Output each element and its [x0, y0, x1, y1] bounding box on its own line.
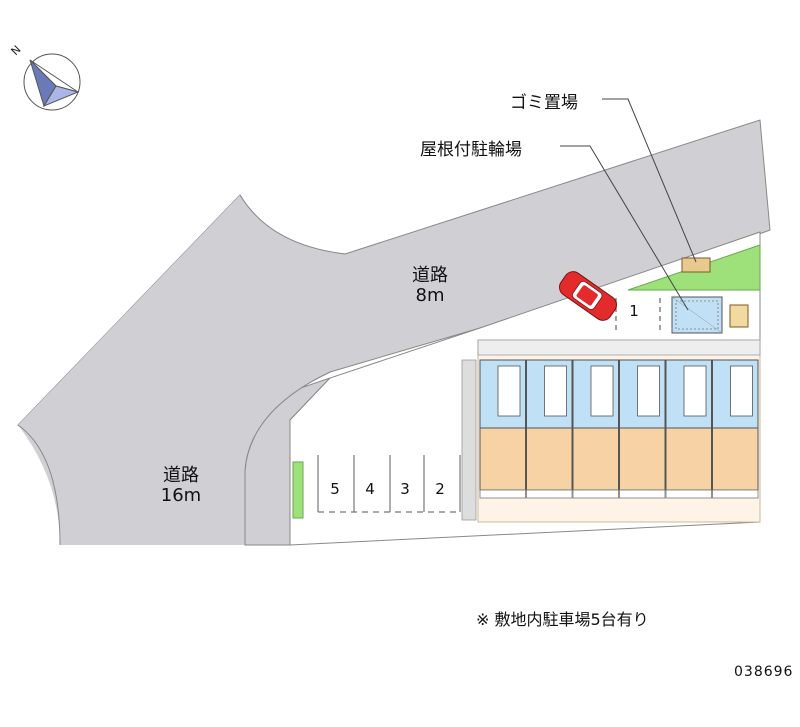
- unit-wet-area: [497, 365, 521, 417]
- planting-strip: [292, 461, 304, 519]
- unit-lower-room: [712, 427, 759, 491]
- unit-wet-area: [590, 365, 614, 417]
- unit-balcony: [619, 489, 666, 499]
- garbage-station-shape: [681, 257, 711, 273]
- apartment-unit: [619, 359, 666, 499]
- north-arrow-icon: [23, 53, 81, 111]
- left-wall: [461, 359, 477, 521]
- parking-slot-4-number: 4: [365, 480, 375, 498]
- parking-slot-1-number: 1: [629, 302, 639, 320]
- road-curb-line-2: [244, 371, 331, 545]
- entry-strip: [477, 339, 761, 356]
- parking-slot-2-number: 2: [435, 480, 445, 498]
- unit-balcony: [526, 489, 573, 499]
- car-icon: [559, 271, 617, 321]
- road-curb-line: [239, 194, 346, 255]
- unit-balcony: [572, 489, 619, 499]
- unit-wet-area: [544, 365, 567, 417]
- unit-lower-room: [619, 427, 666, 491]
- road-16m-label: 道路 16m: [146, 466, 216, 506]
- unit-balcony: [479, 489, 526, 499]
- unit-lower-room: [479, 427, 526, 491]
- apartment-units: [479, 359, 759, 499]
- unit-wet-area: [637, 365, 660, 417]
- unit-lower-room: [526, 427, 573, 491]
- apartment-unit: [479, 359, 526, 499]
- road-8m-width: 8m: [415, 285, 445, 306]
- road-16m-width: 16m: [160, 485, 202, 506]
- garbage-callout-line: [602, 98, 697, 263]
- road-8m-name: 道路: [412, 265, 448, 286]
- unit-wet-area: [730, 365, 753, 417]
- parking-slots-2-5: [317, 455, 461, 513]
- property-code: 038696: [734, 664, 794, 680]
- road-area: [17, 119, 771, 546]
- apartment-unit: [526, 359, 573, 499]
- unit-balcony: [712, 489, 759, 499]
- apartment-unit: [665, 359, 712, 499]
- bike-callout-label: 屋根付駐輪場: [420, 140, 522, 160]
- bike-callout-line: [560, 145, 689, 311]
- bike-parking-shape: [671, 296, 723, 334]
- unit-wet-area: [683, 365, 707, 417]
- unit-lower-room: [665, 427, 712, 491]
- road-16m-name: 道路: [163, 465, 199, 486]
- road-16m-shape: [18, 195, 345, 545]
- parking-slot-5-number: 5: [330, 480, 340, 498]
- apartment-unit: [572, 359, 619, 499]
- callout-lines: [560, 98, 697, 311]
- apartment-unit: [712, 359, 759, 499]
- unit-balcony: [665, 489, 712, 499]
- garbage-callout-label: ゴミ置場: [510, 93, 578, 113]
- parking-note: ※ 敷地内駐車場5台有り: [476, 610, 649, 629]
- meter-box: [729, 304, 749, 328]
- road-8m-label: 道路 8m: [400, 266, 460, 306]
- unit-lower-room: [572, 427, 619, 491]
- parking-slot-3-number: 3: [400, 480, 410, 498]
- road-edge-line: [17, 424, 61, 546]
